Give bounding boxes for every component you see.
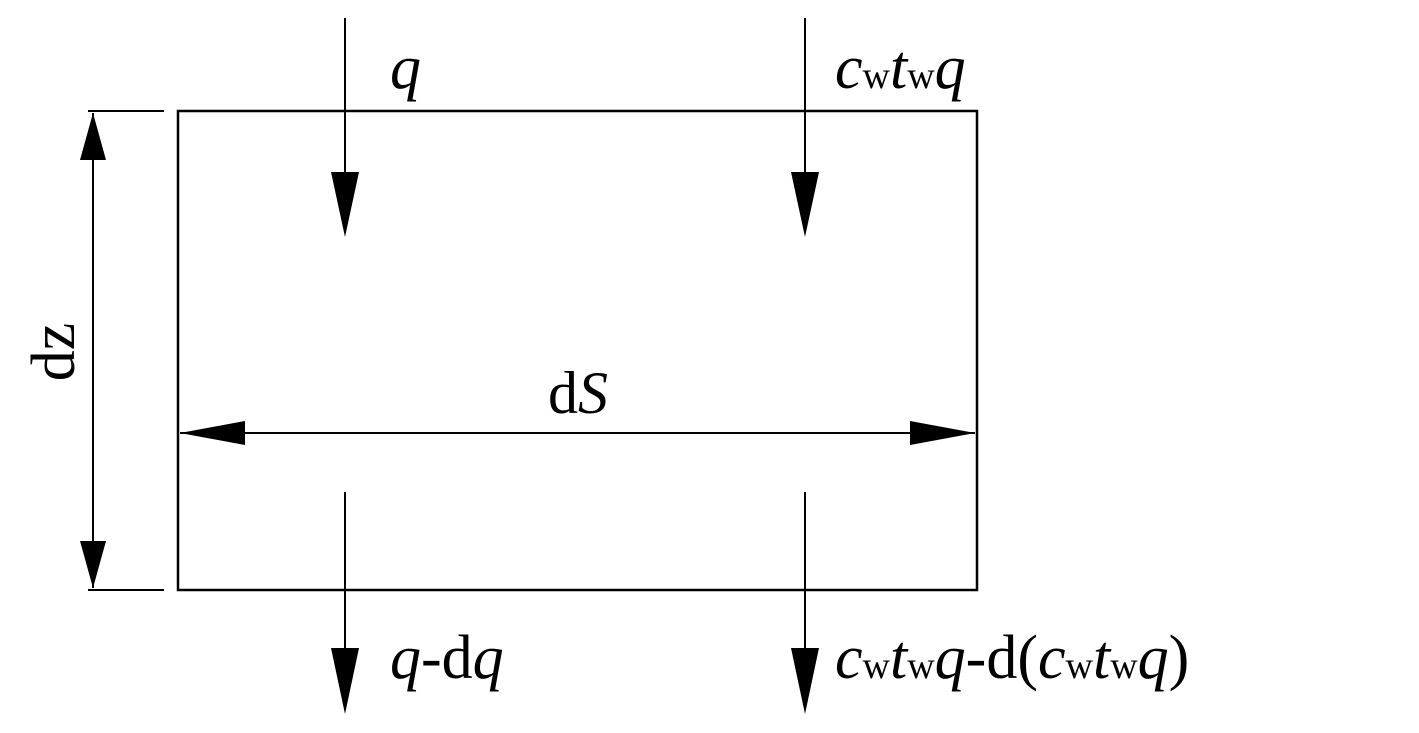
ds-dimension-arrow xyxy=(180,421,975,445)
dz-dimension-arrow xyxy=(80,113,106,588)
heat-inflow-arrow xyxy=(791,18,819,237)
dz-label: dz xyxy=(20,323,88,382)
q-outflow-arrow xyxy=(331,492,359,714)
q-outflow-label: q-dq xyxy=(390,624,504,692)
heat-outflow-label: cwtwq-d(cwtwq) xyxy=(835,624,1189,692)
heat-inflow-label: cwtwq xyxy=(835,34,966,102)
q-inflow-label: q xyxy=(390,34,421,102)
control-volume-box xyxy=(176,109,979,592)
ds-label: dS xyxy=(548,360,608,426)
heat-outflow-arrow xyxy=(791,492,819,714)
q-inflow-arrow xyxy=(331,18,359,237)
